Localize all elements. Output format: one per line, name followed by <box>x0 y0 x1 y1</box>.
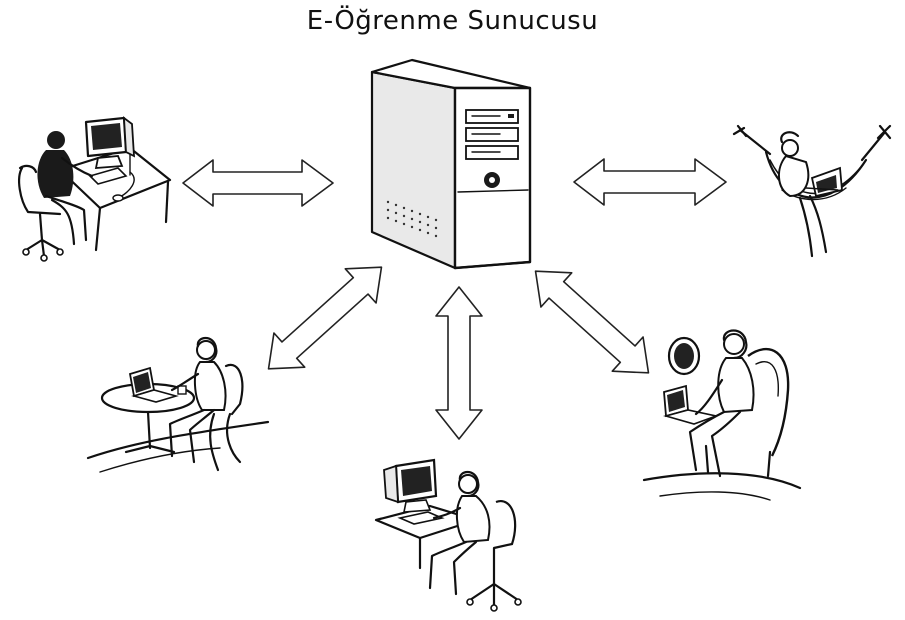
double-arrow-icon <box>573 158 727 206</box>
double-arrow-icon <box>182 159 334 207</box>
double-arrow-icon <box>534 270 650 374</box>
user-office-computer-icon <box>374 458 522 612</box>
double-arrow-icon <box>435 286 483 440</box>
user-hammock-laptop-icon <box>732 124 892 258</box>
double-arrow-icon <box>267 266 383 370</box>
user-cafe-table-laptop-icon <box>86 336 270 473</box>
diagram-title: E-Öğrenme Sunucusu <box>306 6 599 36</box>
server-tower-icon <box>370 58 532 270</box>
user-armchair-laptop-icon <box>642 329 802 501</box>
user-desk-computer-icon <box>18 116 172 262</box>
